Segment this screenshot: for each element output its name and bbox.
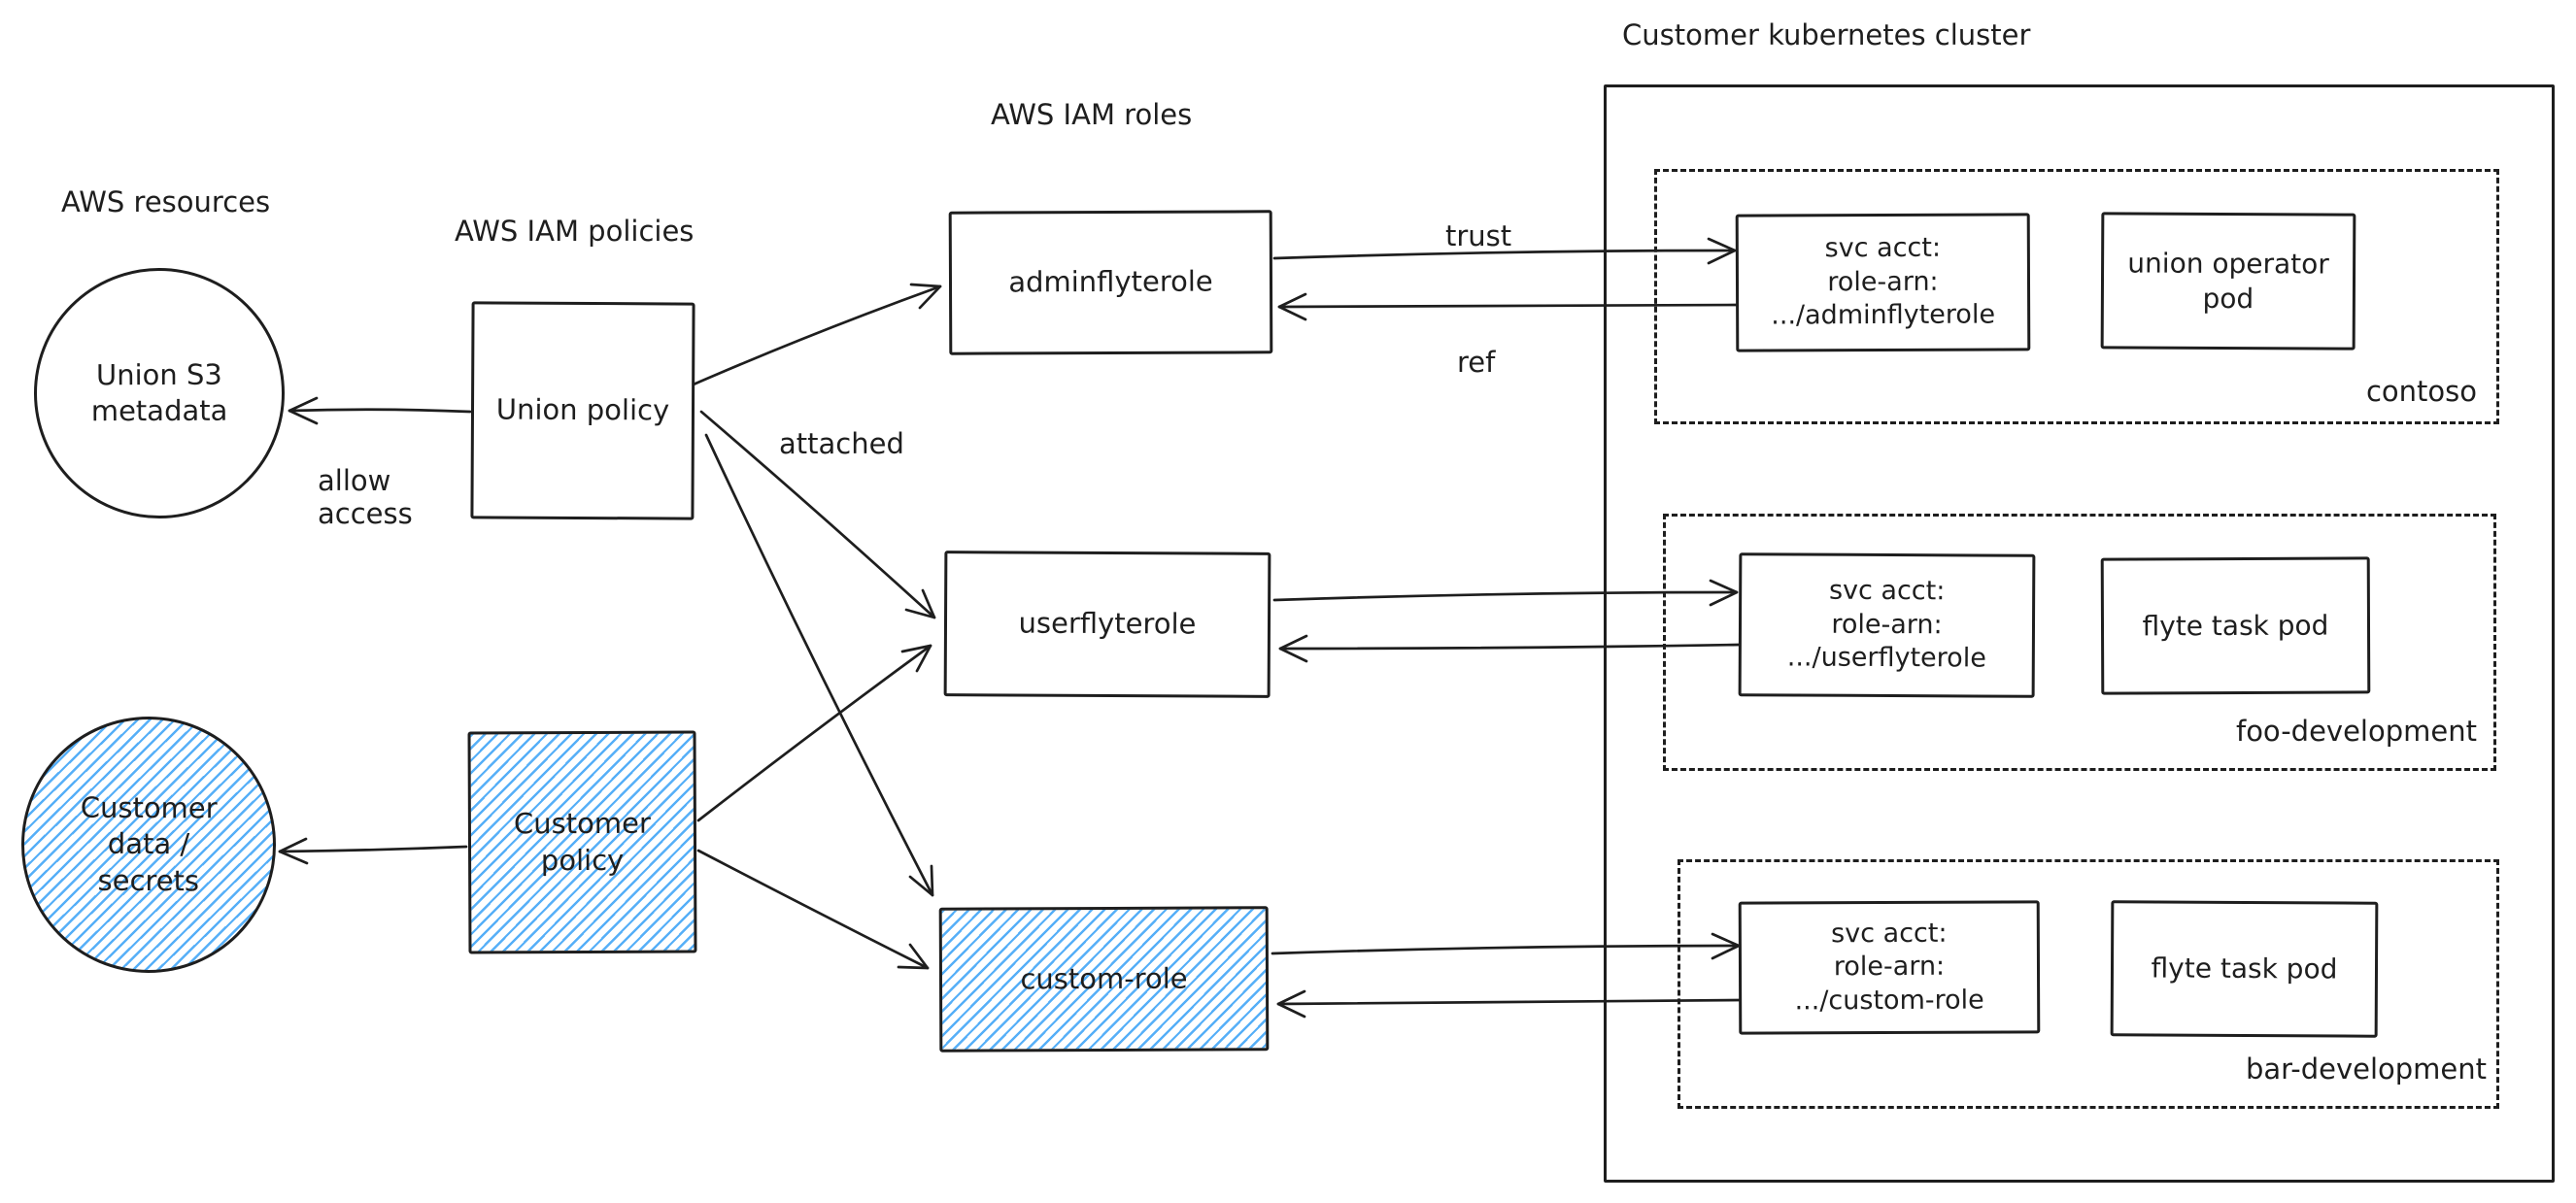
resource-customer-data-secrets: Customer data / secrets	[20, 716, 277, 974]
policy-union-label: Union policy	[495, 392, 670, 427]
arrow-customer-policy-to-userflyterole	[696, 644, 932, 822]
cluster-box	[1604, 84, 2555, 1183]
edge-label-attached: attached	[779, 427, 904, 460]
svc-acct-userflyterole: svc acct: role-arn: .../userflyterole	[1738, 552, 2036, 698]
svc-acct-custom-role-label: svc acct: role-arn: .../custom-role	[1794, 918, 1984, 1017]
arrow-union-policy-to-adminflyterole	[678, 283, 942, 392]
resource-customer-data-label: Customer data / secrets	[80, 790, 218, 897]
role-custom-role: custom-role	[938, 906, 1270, 1053]
role-adminflyterole-label: adminflyterole	[1008, 264, 1213, 299]
pod-union-operator: union operator pod	[2100, 212, 2356, 351]
arrow-union-policy-to-custom-role	[704, 433, 934, 897]
svc-acct-userflyterole-label: svc acct: role-arn: .../userflyterole	[1786, 575, 1986, 674]
label-aws-resources: AWS resources	[61, 185, 271, 218]
resource-union-s3-metadata: Union S3 metadata	[33, 267, 286, 519]
namespace-foo-development-label: foo-development	[2235, 715, 2477, 748]
label-aws-iam-roles: AWS IAM roles	[991, 98, 1193, 131]
label-aws-iam-policies: AWS IAM policies	[455, 215, 695, 248]
svc-acct-adminflyterole-label: svc acct: role-arn: .../adminflyterole	[1771, 232, 1996, 331]
pod-union-operator-label: union operator pod	[2127, 247, 2329, 315]
namespace-foo-development	[1663, 514, 2496, 771]
role-adminflyterole: adminflyterole	[948, 210, 1273, 355]
namespace-bar-development-label: bar-development	[2245, 1053, 2487, 1086]
svc-acct-custom-role: svc acct: role-arn: .../custom-role	[1738, 900, 2041, 1035]
arrow-customer-policy-to-custom-role	[696, 849, 930, 970]
edge-label-trust: trust	[1445, 219, 1512, 252]
policy-customer: Customer policy	[467, 730, 697, 954]
pod-flyte-task-bar-label: flyte task pod	[2151, 952, 2338, 986]
policy-union: Union policy	[470, 301, 695, 520]
role-userflyterole: userflyterole	[943, 551, 1271, 698]
namespace-bar-development	[1678, 859, 2499, 1109]
edge-label-allow-access: allow access	[318, 464, 413, 530]
resource-union-s3-label: Union S3 metadata	[90, 357, 228, 428]
pod-flyte-task-bar: flyte task pod	[2110, 900, 2379, 1038]
pod-flyte-task-foo: flyte task pod	[2100, 556, 2371, 695]
arrow-customer-policy-to-customer-data	[278, 837, 468, 865]
namespace-contoso-label: contoso	[2365, 375, 2477, 408]
namespace-contoso	[1654, 169, 2499, 424]
cluster-title: Customer kubernetes cluster	[1622, 18, 2031, 51]
role-userflyterole-label: userflyterole	[1018, 606, 1197, 641]
svc-acct-adminflyterole: svc acct: role-arn: .../adminflyterole	[1735, 213, 2031, 352]
role-custom-role-label: custom-role	[1020, 961, 1188, 996]
arrow-union-policy-to-s3	[288, 396, 472, 425]
pod-flyte-task-foo-label: flyte task pod	[2142, 609, 2329, 642]
policy-customer-label: Customer policy	[513, 807, 651, 877]
edge-label-ref: ref	[1457, 346, 1496, 379]
